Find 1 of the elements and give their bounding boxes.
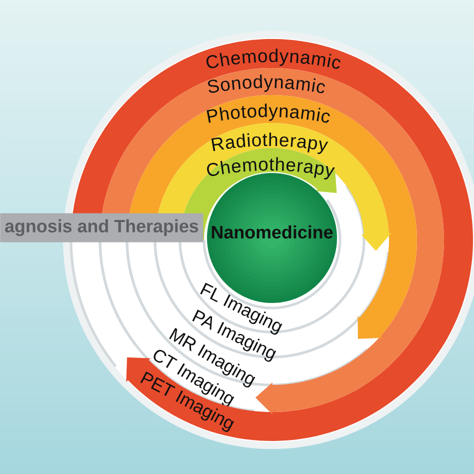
banner: agnosis and Therapies	[0, 213, 204, 242]
